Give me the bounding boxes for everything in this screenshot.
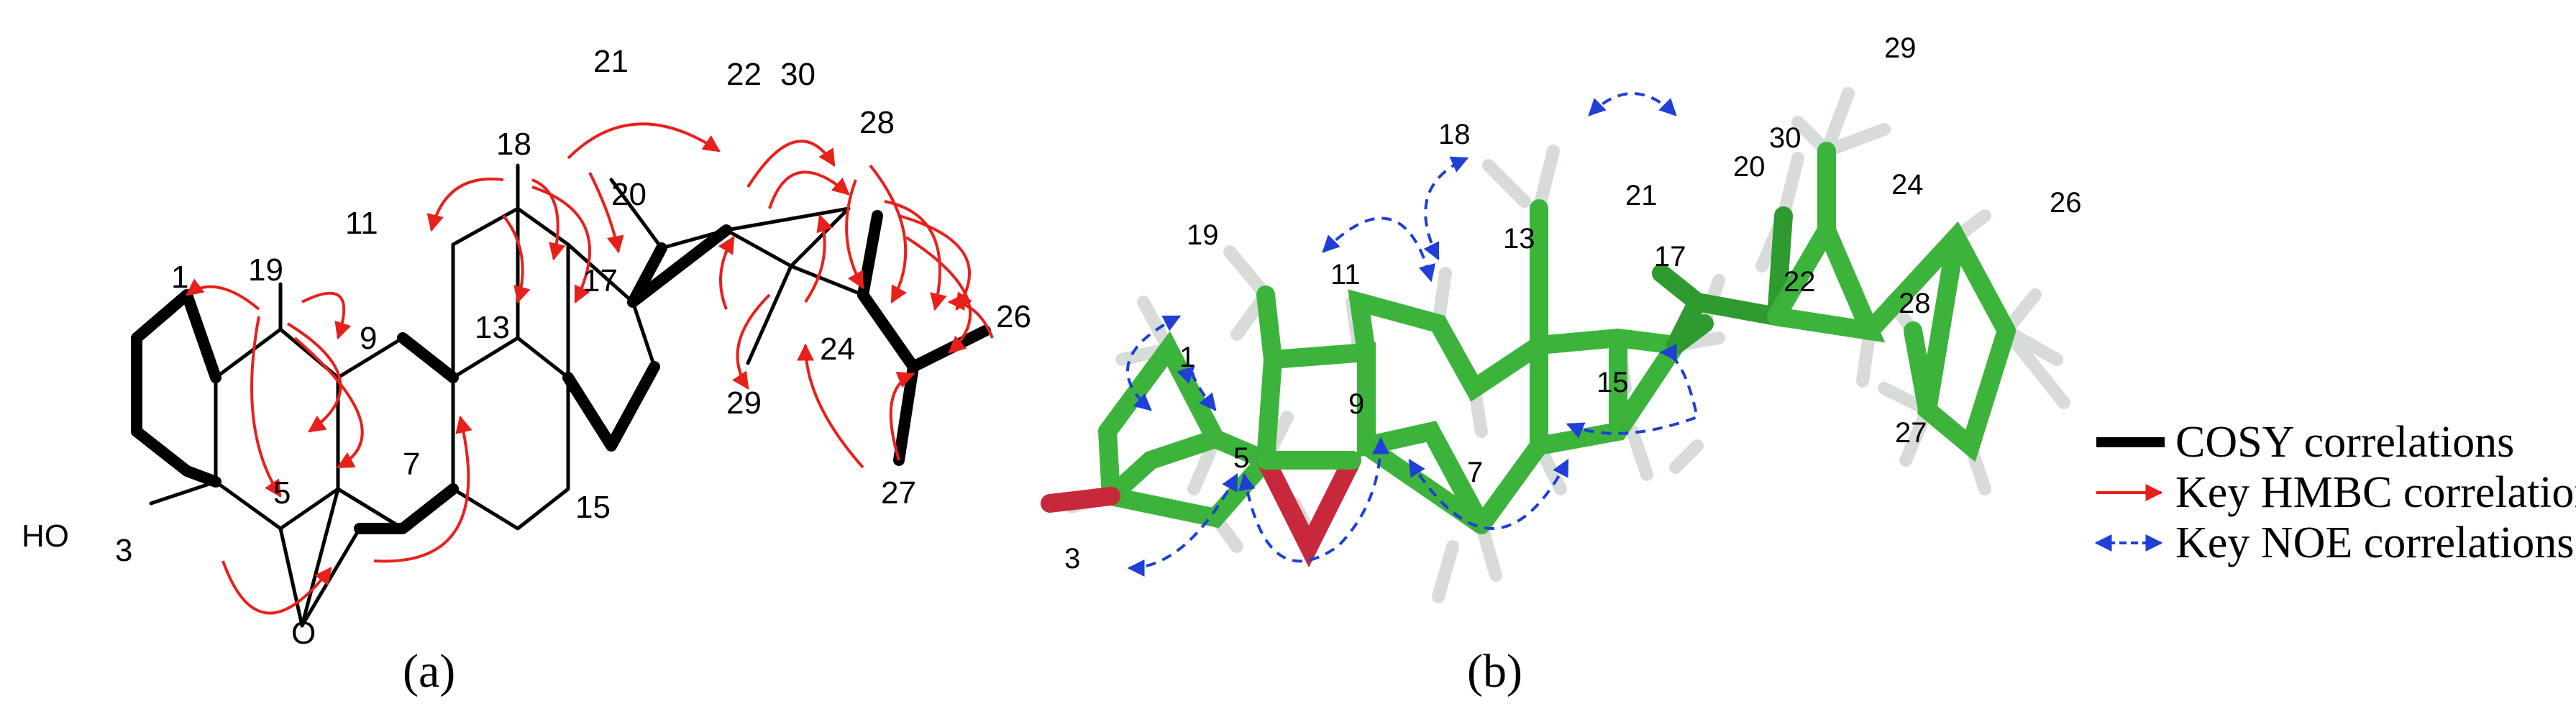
label-b-c11: 11: [1330, 259, 1361, 291]
legend-hmbc-label: Key HMBC correlations: [2175, 468, 2576, 517]
panel-b-model: 1 3 5 7 9 11 13 15 17 18 19 20 21 22 24 …: [1041, 32, 2082, 698]
label-a-c30: 30: [780, 57, 816, 92]
label-b-c22: 22: [1783, 266, 1816, 298]
label-a-c1: 1: [171, 260, 188, 295]
panel-b-labels: 1 3 5 7 9 11 13 15 17 18 19 20 21 22 24 …: [1064, 32, 2082, 575]
legend-noe-label: Key NOE correlations: [2175, 518, 2574, 567]
label-b-c20: 20: [1733, 151, 1766, 183]
label-a-c3: 3: [115, 533, 132, 568]
label-b-c27: 27: [1895, 417, 1927, 449]
label-b-c13: 13: [1503, 223, 1535, 255]
noe-arrows: [1126, 92, 1699, 577]
label-b-c17: 17: [1654, 241, 1686, 273]
label-b-c1: 1: [1179, 342, 1195, 373]
label-b-c26: 26: [2050, 187, 2082, 219]
label-a-c26: 26: [996, 299, 1031, 334]
label-b-c5: 5: [1233, 442, 1249, 474]
label-b-c7: 7: [1467, 457, 1483, 488]
label-b-c15: 15: [1597, 367, 1629, 398]
label-b-c21: 21: [1625, 180, 1658, 211]
label-b-c24: 24: [1891, 169, 1924, 201]
label-b-c29: 29: [1884, 32, 1917, 64]
label-a-c15: 15: [575, 490, 611, 525]
label-a-c19: 19: [248, 252, 283, 288]
hmbc-arrows: [186, 122, 994, 615]
label-b-c19: 19: [1187, 219, 1219, 251]
label-b-c30: 30: [1769, 122, 1801, 154]
label-b-c9: 9: [1348, 388, 1364, 420]
label-a-c21: 21: [593, 44, 629, 79]
label-a-c27: 27: [881, 475, 916, 511]
label-a-c22: 22: [726, 57, 762, 92]
caption-a: (a): [403, 645, 455, 698]
caption-b: (b): [1467, 645, 1522, 698]
label-a-o: O: [291, 616, 316, 651]
label-a-c24: 24: [820, 332, 855, 367]
label-a-c13: 13: [475, 310, 510, 345]
label-a-c18: 18: [496, 127, 531, 162]
label-b-c3: 3: [1064, 543, 1080, 575]
legend: COSY correlations Key HMBC correlations …: [2094, 418, 2576, 567]
label-a-c29: 29: [726, 385, 762, 421]
label-a-c9: 9: [360, 321, 377, 356]
label-a-c5: 5: [273, 475, 291, 511]
label-b-c28: 28: [1899, 288, 1931, 319]
label-a-c7: 7: [403, 447, 420, 482]
label-a-c11: 11: [345, 206, 378, 241]
label-a-c20: 20: [611, 177, 647, 212]
legend-cosy-label: COSY correlations: [2175, 418, 2514, 467]
label-a-ho: HO: [22, 518, 69, 554]
label-b-c18: 18: [1438, 119, 1471, 150]
carbon-skeleton: [1098, 142, 2016, 534]
panel-a-structure: 1 3 HO 5 O 7 9 11 13 15 17 18 19 20 21 2…: [22, 44, 1031, 698]
panel-a-labels: 1 3 HO 5 O 7 9 11 13 15 17 18 19 20 21 2…: [22, 44, 1031, 651]
label-a-c28: 28: [859, 105, 895, 140]
label-a-c17: 17: [583, 263, 618, 298]
